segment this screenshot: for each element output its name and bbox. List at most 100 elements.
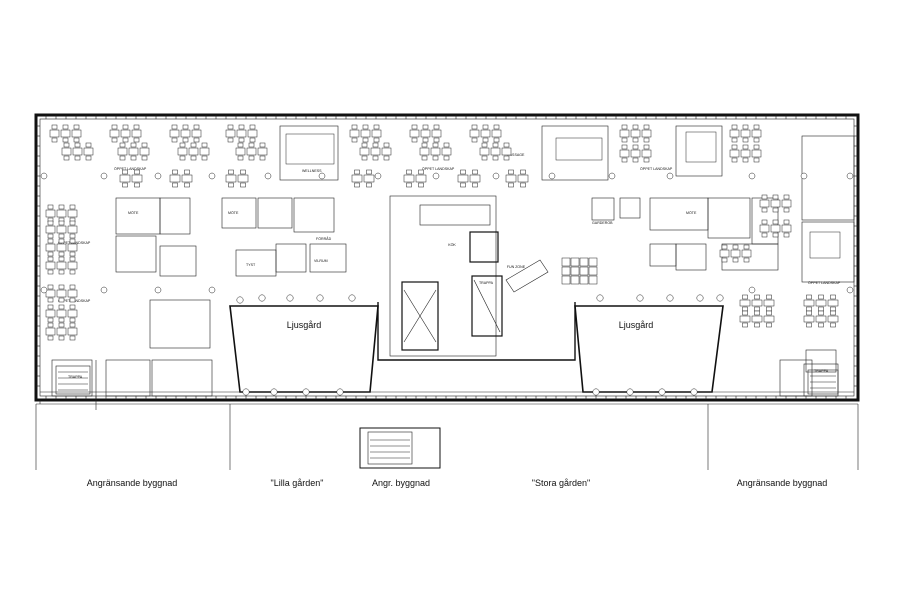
chair (58, 335, 65, 341)
chair (228, 182, 234, 188)
desk (360, 129, 371, 138)
chair (69, 220, 76, 226)
lounge-seat (588, 266, 598, 276)
chair (69, 322, 76, 328)
chair (493, 137, 500, 143)
conference-table (555, 137, 603, 161)
lounge-seat (561, 266, 571, 276)
chair (238, 124, 245, 130)
desk (257, 147, 268, 156)
chair (761, 207, 768, 213)
chair (122, 169, 128, 175)
chair (761, 194, 768, 200)
desk (505, 174, 517, 183)
armchair (666, 294, 674, 302)
chair (58, 297, 65, 303)
chair (742, 137, 749, 143)
lounge-seat (570, 266, 580, 276)
desk (517, 174, 529, 183)
chair (69, 304, 76, 310)
desk (403, 174, 415, 183)
chair (171, 124, 178, 130)
pillar (748, 172, 756, 180)
armchair (690, 388, 698, 396)
chair (731, 157, 738, 163)
chair (754, 306, 760, 312)
chair (761, 232, 768, 238)
chair (179, 155, 186, 161)
chair (259, 155, 266, 161)
armchair (286, 294, 294, 302)
armchair (316, 294, 324, 302)
pillar (800, 172, 808, 180)
chair (772, 207, 779, 213)
pillar (492, 172, 500, 180)
chair (818, 306, 824, 312)
desk (739, 299, 751, 307)
chair (754, 310, 760, 316)
pillar (666, 172, 674, 180)
chair (351, 137, 358, 143)
lounge-seat (579, 266, 589, 276)
desk (181, 174, 193, 183)
desk (751, 149, 762, 158)
desk (501, 147, 512, 156)
chair (69, 335, 76, 341)
chair (372, 142, 379, 148)
desk (72, 147, 83, 156)
chair (58, 238, 65, 244)
chair (119, 142, 126, 148)
trappa-left-label: TRAPPA (68, 375, 83, 379)
desk (225, 129, 236, 138)
chair (58, 251, 65, 257)
desk (45, 209, 56, 218)
desk (349, 129, 360, 138)
chair (754, 294, 760, 300)
chair (119, 155, 126, 161)
desk (49, 129, 60, 138)
chair (47, 220, 54, 226)
desk (729, 149, 740, 158)
desk (169, 174, 181, 183)
desk (120, 129, 131, 138)
chair (74, 142, 81, 148)
desk (415, 174, 427, 183)
chair (731, 137, 738, 143)
chair (190, 155, 197, 161)
pillar (40, 286, 48, 294)
lounge-seat (579, 275, 589, 285)
lilla-garden-label: "Lilla gården" (270, 478, 324, 488)
armchair (336, 388, 344, 396)
chair (731, 124, 738, 130)
chair (743, 244, 750, 250)
chair (421, 142, 428, 148)
chair (372, 155, 379, 161)
neighbor-right-label: Angränsande byggnad (736, 478, 828, 488)
desk (763, 299, 775, 307)
chair (830, 306, 836, 312)
armchair (716, 294, 724, 302)
chair (240, 182, 246, 188)
chair (47, 335, 54, 341)
desk (109, 129, 120, 138)
chair (643, 124, 650, 130)
desk (770, 224, 781, 233)
desk (139, 147, 150, 156)
chair (481, 155, 488, 161)
pillar (608, 172, 616, 180)
desk (490, 147, 501, 156)
armchair (270, 388, 278, 396)
chair (632, 157, 639, 163)
chair (503, 142, 510, 148)
chair (460, 169, 466, 175)
chair (818, 310, 824, 316)
desk (117, 147, 128, 156)
desk (67, 225, 78, 234)
chair (493, 124, 500, 130)
desk (770, 199, 781, 208)
chair (227, 137, 234, 143)
desk (419, 147, 430, 156)
lounge-seat (588, 257, 598, 267)
trappa-right-label: TRAPPA (814, 369, 829, 373)
